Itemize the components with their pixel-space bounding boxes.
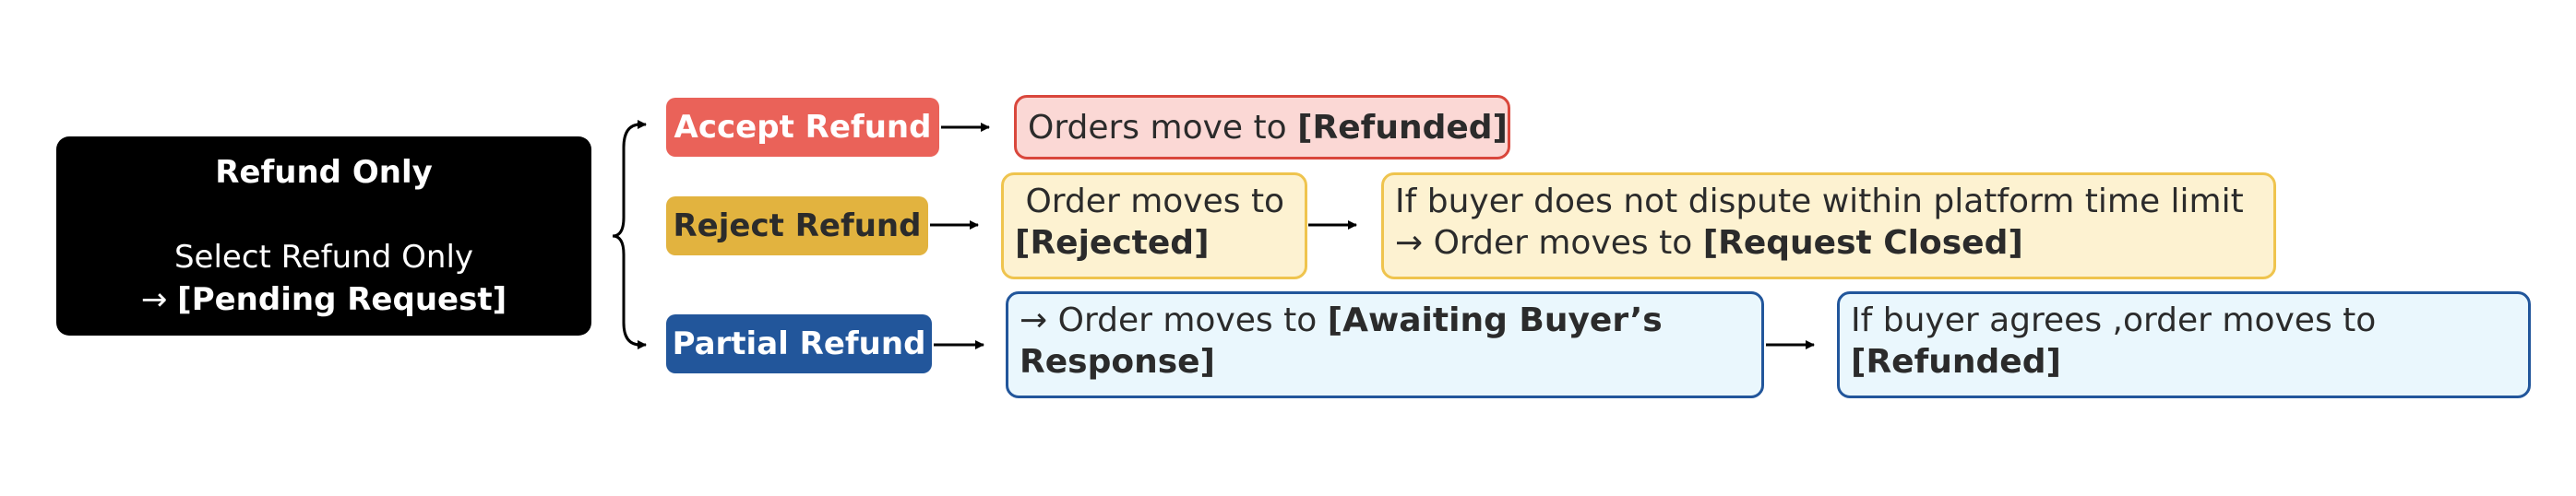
reject-result-box: Order moves to [Rejected] bbox=[1001, 172, 1307, 279]
partial-result-line-2: Response] bbox=[1020, 343, 1215, 381]
start-line-2: → [Pending Request] bbox=[140, 281, 507, 318]
partial-refund-option: Partial Refund bbox=[666, 314, 932, 373]
start-node-refund-only: Refund Only Select Refund Only → [Pendin… bbox=[56, 136, 591, 336]
branch-brace bbox=[612, 123, 641, 347]
start-line-1: Select Refund Only bbox=[173, 239, 474, 276]
accept-refund-option: Accept Refund bbox=[666, 98, 939, 157]
partial-followup-line-1: If buyer agrees ,order moves to bbox=[1851, 301, 2377, 339]
reject-followup-line-1: If buyer does not dispute within platfor… bbox=[1395, 183, 2244, 220]
reject-refund-option: Reject Refund bbox=[666, 196, 928, 255]
reject-followup-line-2: → Order moves to [Request Closed] bbox=[1395, 224, 2023, 262]
partial-result-line-1: → Order moves to [Awaiting Buyer’s bbox=[1020, 301, 1663, 339]
accept-result-box: Orders move to [Refunded] bbox=[1014, 95, 1510, 159]
partial-result-box: → Order moves to [Awaiting Buyer’s Respo… bbox=[1006, 291, 1764, 398]
start-title: Refund Only bbox=[215, 154, 433, 191]
reject-result-line-1: Order moves to bbox=[1015, 183, 1285, 220]
partial-followup-box: If buyer agrees ,order moves to [Refunde… bbox=[1837, 291, 2531, 398]
reject-followup-box: If buyer does not dispute within platfor… bbox=[1381, 172, 2276, 279]
partial-followup-line-2: [Refunded] bbox=[1851, 343, 2061, 381]
reject-result-line-2: [Rejected] bbox=[1015, 224, 1210, 262]
